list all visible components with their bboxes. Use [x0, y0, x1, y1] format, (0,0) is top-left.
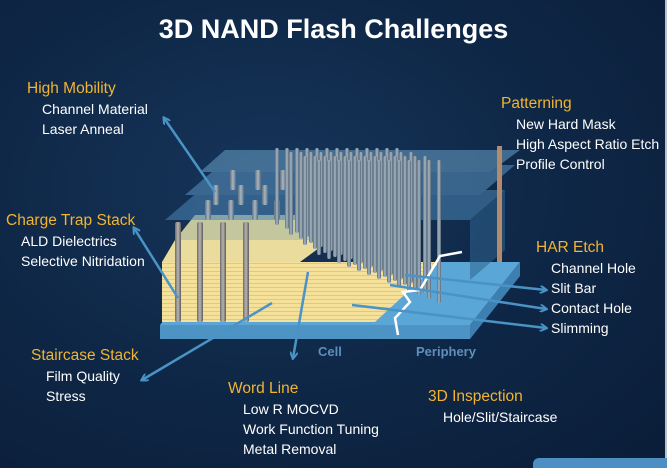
pillar: [213, 185, 219, 205]
group-item: Work Function Tuning: [243, 421, 379, 437]
pillar: [262, 185, 268, 205]
slide-title: 3D NAND Flash Challenges: [158, 14, 509, 44]
pillar: [343, 156, 347, 261]
group-item: High Aspect Ratio Etch: [516, 136, 660, 152]
pillar: [323, 156, 327, 253]
pillar: [295, 148, 299, 233]
pillar: [230, 170, 236, 190]
pillar: [197, 222, 203, 322]
pillar: [333, 156, 337, 257]
pillar: [175, 222, 181, 322]
group-patterning: Patterning New Hard Mask High Aspect Rat…: [501, 94, 659, 174]
arrow-slimming: [351, 303, 546, 328]
pillar: [285, 148, 289, 229]
pillar: [220, 222, 226, 322]
group-item: Low R MOCVD: [243, 401, 339, 417]
pillar: [205, 200, 211, 220]
pillar: [289, 152, 293, 235]
channel-pillars: [175, 148, 441, 322]
pillar: [347, 160, 351, 267]
group-item: Slimming: [551, 320, 609, 336]
pillar: [353, 156, 357, 265]
pillar: [367, 160, 371, 275]
pillar: [327, 160, 331, 259]
arrow-contact-hole: [389, 283, 546, 309]
group-item: Slit Bar: [551, 280, 597, 296]
group-item: Film Quality: [46, 368, 120, 384]
arrow-word-line: [293, 271, 310, 358]
pillar: [313, 156, 317, 249]
arrow-high-mobility: [164, 118, 217, 193]
group-item: Stress: [46, 388, 86, 404]
pillar: [357, 160, 361, 271]
group-heading: HAR Etch: [536, 239, 605, 256]
pillar: [427, 160, 431, 299]
group-har-etch: HAR Etch Channel Hole Slit Bar Contact H…: [536, 238, 636, 338]
callout-arrows: [134, 118, 546, 380]
pillar: [275, 148, 279, 225]
pillar: [363, 156, 367, 269]
periphery-contact: [497, 146, 502, 262]
group-item: ALD Dielectrics: [21, 233, 117, 249]
group-heading: 3D Inspection: [428, 388, 523, 405]
arrow-staircase: [142, 301, 273, 380]
pillar: [337, 160, 341, 263]
group-heading: Staircase Stack: [31, 347, 139, 364]
group-item: Channel Hole: [551, 260, 636, 276]
pillar: [228, 200, 234, 220]
pillar: [383, 156, 387, 277]
pillar: [303, 156, 307, 245]
group-item: New Hard Mask: [516, 116, 616, 132]
pillar: [255, 170, 261, 190]
group-charge-trap: Charge Trap Stack ALD Dielectrics Select…: [6, 211, 145, 271]
pillar: [393, 156, 397, 281]
group-item: Selective Nitridation: [21, 253, 145, 269]
pillar: [299, 152, 303, 239]
group-item: Hole/Slit/Staircase: [443, 409, 558, 425]
group-word-line: Word Line Low R MOCVD Work Function Tuni…: [228, 379, 379, 459]
pillar: [309, 152, 313, 243]
pillar: [387, 160, 391, 283]
group-heading: High Mobility: [27, 80, 116, 97]
group-heading: Word Line: [228, 380, 299, 397]
corner-tab: [533, 458, 667, 468]
arrow-slit-bar: [404, 273, 546, 290]
pillar: [377, 160, 381, 279]
pillar: [407, 160, 411, 291]
pillar: [243, 222, 249, 322]
group-staircase: Staircase Stack Film Quality Stress: [31, 346, 139, 406]
group-item: Laser Anneal: [42, 121, 124, 137]
pillar: [423, 156, 427, 293]
pillar: [280, 170, 286, 190]
window-edge: [665, 0, 667, 468]
pillar: [413, 156, 417, 289]
group-item: Metal Removal: [243, 441, 337, 457]
group-item: Channel Material: [42, 101, 148, 117]
periphery-label: Periphery: [416, 344, 476, 359]
group-high-mobility: High Mobility Channel Material Laser Ann…: [27, 79, 148, 139]
group-inspection: 3D Inspection Hole/Slit/Staircase: [428, 387, 557, 427]
pillar: [252, 200, 258, 220]
pillar: [397, 160, 401, 287]
arrow-charge-trap: [134, 228, 180, 299]
group-heading: Charge Trap Stack: [6, 212, 136, 229]
pillar: [403, 156, 407, 285]
group-item: Profile Control: [516, 156, 605, 172]
cell-label: Cell: [318, 344, 342, 359]
pillar: [417, 160, 421, 295]
pillar: [238, 185, 244, 205]
group-item: Contact Hole: [551, 300, 632, 316]
pillar: [437, 160, 441, 303]
group-heading: Patterning: [501, 95, 572, 112]
cell-periphery-divider: [393, 250, 463, 336]
pillar: [373, 156, 377, 273]
pillar: [317, 160, 321, 255]
